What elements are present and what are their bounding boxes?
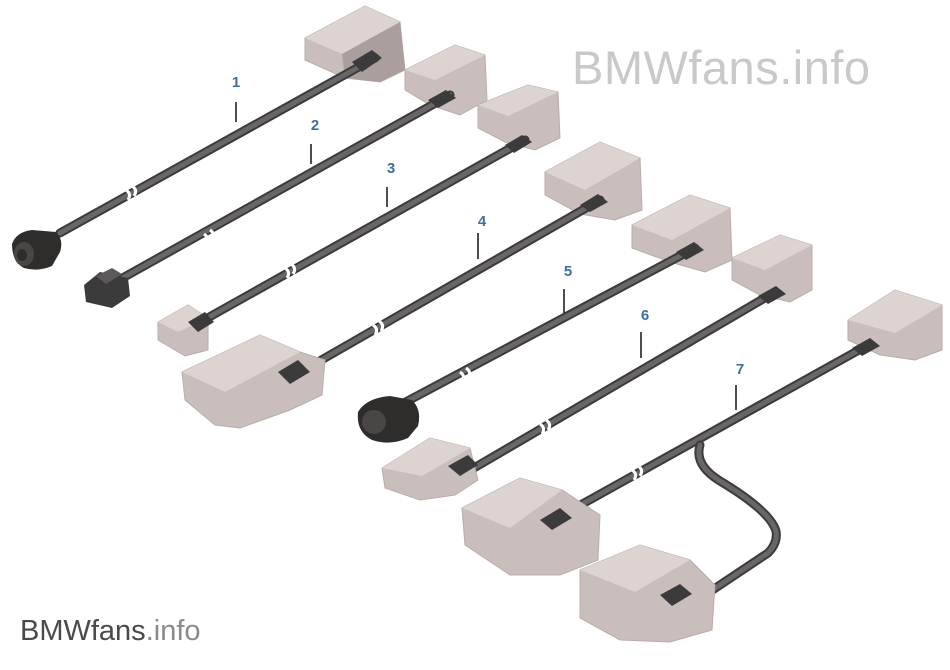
cable-6 — [381, 234, 813, 501]
cable-4-bottom-connector — [181, 334, 326, 429]
cable-3 — [157, 84, 561, 357]
cable-2-top-connector — [404, 44, 488, 116]
watermark-bottom: BMWfans.info — [20, 617, 201, 646]
cable-7 — [461, 289, 943, 643]
cable-5-top-connector — [631, 194, 733, 273]
cable-5 — [357, 194, 733, 443]
callout-5: 5 — [564, 263, 572, 280]
cable-2 — [84, 44, 488, 308]
callout-3: 3 — [387, 160, 395, 177]
callout-4: 4 — [478, 213, 487, 230]
cable-1-camera — [12, 230, 62, 270]
cable-6-bottom-connector — [381, 437, 479, 501]
callout-2: 2 — [311, 117, 319, 134]
cable-1 — [12, 5, 406, 270]
cable-7-bottom-connector-b — [579, 544, 716, 643]
cable-3-bottom-connector — [157, 304, 209, 357]
cable-4 — [181, 141, 643, 429]
cable-7-bottom-connector-a — [461, 477, 601, 576]
watermark-bottom-suffix: .info — [145, 615, 201, 647]
cable-6-top-connector — [731, 234, 813, 303]
watermark-bottom-brand: BMWfans — [20, 615, 146, 647]
callout-6: 6 — [641, 307, 649, 324]
cable-2-plug — [84, 268, 130, 308]
cable-5-camera — [357, 396, 420, 443]
cable-3-top-connector — [477, 84, 561, 151]
callout-1: 1 — [232, 74, 240, 91]
callout-7: 7 — [736, 361, 744, 378]
cable-4-top-connector — [544, 141, 643, 221]
watermark-top: BMWfans.info — [572, 41, 871, 94]
